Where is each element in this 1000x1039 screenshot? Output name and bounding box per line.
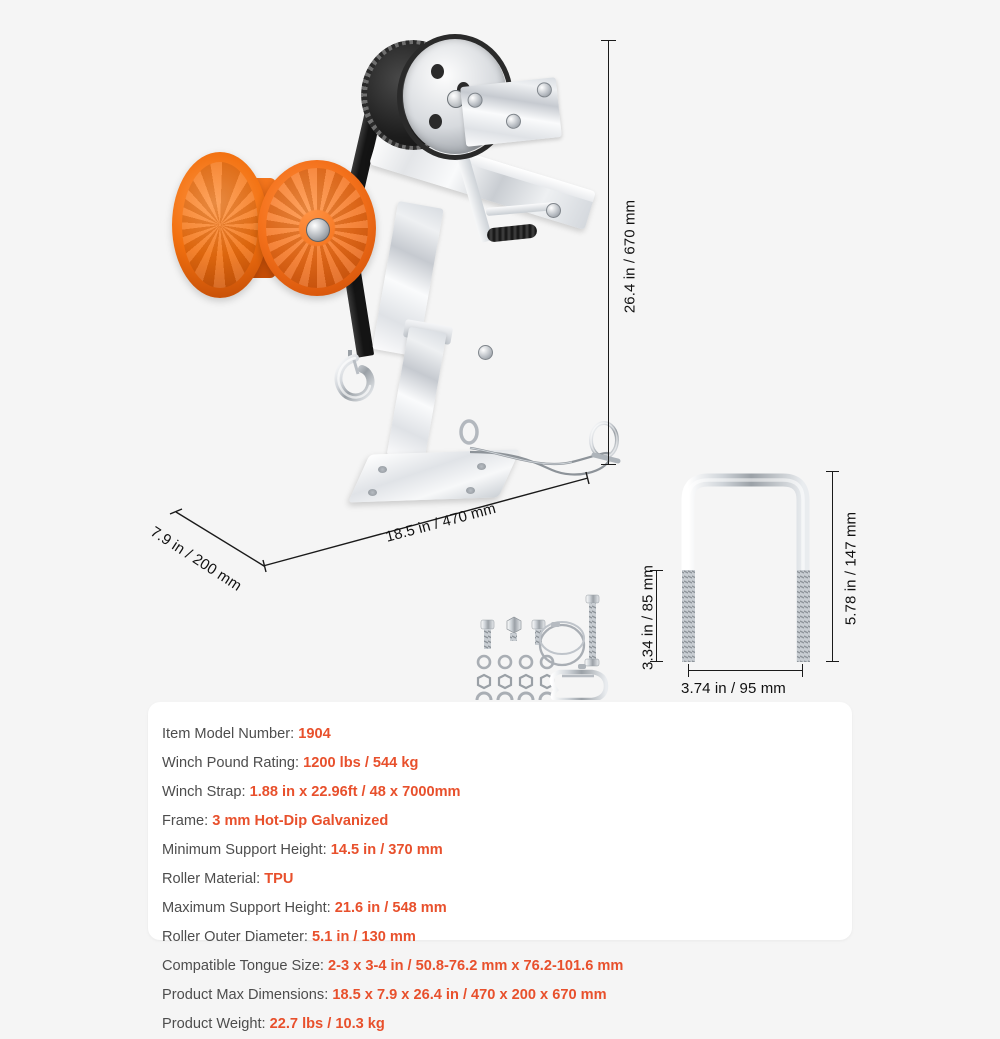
product-illustration: 26.4 in / 670 mm 18.5 in / 470 mm 7.9 in…: [147, 34, 860, 700]
spec-value: 18.5 x 7.9 x 26.4 in / 470 x 200 x 670 m…: [332, 987, 607, 1003]
spec-label: Roller Outer Diameter:: [162, 929, 313, 945]
roller-right: [258, 160, 376, 296]
spec-label: Compatible Tongue Size:: [162, 958, 329, 974]
spec-label: Minimum Support Height:: [162, 842, 331, 858]
product-spec-sheet: 26.4 in / 670 mm 18.5 in / 470 mm 7.9 in…: [147, 34, 860, 1032]
spec-row: Frame: 3 mm Hot-Dip Galvanized: [162, 807, 462, 836]
spec-row: Maximum Support Height: 21.6 in / 548 mm: [162, 894, 542, 923]
spec-row: Winch Pound Rating: 1200 lbs / 544 kg: [162, 749, 462, 778]
spec-label: Winch Pound Rating:: [162, 755, 304, 771]
spec-value: 1904: [298, 726, 331, 742]
spec-label: Roller Material:: [162, 871, 265, 887]
spec-label: Product Max Dimensions:: [162, 987, 333, 1003]
spec-label: Product Weight:: [162, 1016, 270, 1032]
roller-hub-bolt: [306, 218, 330, 242]
spec-row: Item Model Number: 1904: [162, 720, 542, 749]
spec-label: Maximum Support Height:: [162, 900, 335, 916]
spec-row: Compatible Tongue Size: 2-3 x 3-4 in / 5…: [162, 952, 838, 981]
roller-left: [172, 152, 268, 298]
spec-value: 14.5 in / 370 mm: [330, 842, 443, 858]
spec-grid: Item Model Number: 1904 Winch Pound Rati…: [162, 720, 838, 1039]
spec-row: Minimum Support Height: 14.5 in / 370 mm: [162, 836, 542, 865]
spec-value: 21.6 in / 548 mm: [334, 900, 447, 916]
spec-value: 22.7 lbs / 10.3 kg: [269, 1016, 385, 1032]
spec-row: Winch Strap: 1.88 in x 22.96ft / 48 x 70…: [162, 778, 542, 807]
spec-value: TPU: [264, 871, 294, 887]
specifications-panel: Item Model Number: 1904 Winch Pound Rati…: [148, 702, 852, 1032]
leg-adjust-bolt: [478, 345, 493, 360]
spec-value: 1200 lbs / 544 kg: [303, 755, 419, 771]
spec-value: 2-3 x 3-4 in / 50.8-76.2 mm x 76.2-101.6…: [328, 958, 624, 974]
spec-row: Roller Outer Diameter: 5.1 in / 130 mm: [162, 923, 462, 952]
dimension-ubolt-height-label: 5.78 in / 147 mm: [842, 511, 860, 626]
spec-row: Product Weight: 22.7 lbs / 10.3 kg: [162, 1010, 838, 1039]
spec-value: 5.1 in / 130 mm: [312, 929, 416, 945]
dimension-ubolt-width-label: 3.74 in / 95 mm: [681, 680, 786, 697]
spec-value: 1.88 in x 22.96ft / 48 x 7000mm: [249, 784, 461, 800]
spec-label: Item Model Number:: [162, 726, 299, 742]
spec-label: Winch Strap:: [162, 784, 250, 800]
spec-row: Product Max Dimensions: 18.5 x 7.9 x 26.…: [162, 981, 838, 1010]
spec-value: 3 mm Hot-Dip Galvanized: [212, 813, 389, 829]
spec-row: Roller Material: TPU: [162, 865, 462, 894]
spec-label: Frame:: [162, 813, 213, 829]
winch-drum-assembly: [361, 34, 515, 160]
snap-hook: [332, 348, 378, 406]
dimension-ubolt-thread-label: 3.34 in / 85 mm: [639, 565, 657, 670]
crank-handle-bolt: [546, 203, 561, 218]
